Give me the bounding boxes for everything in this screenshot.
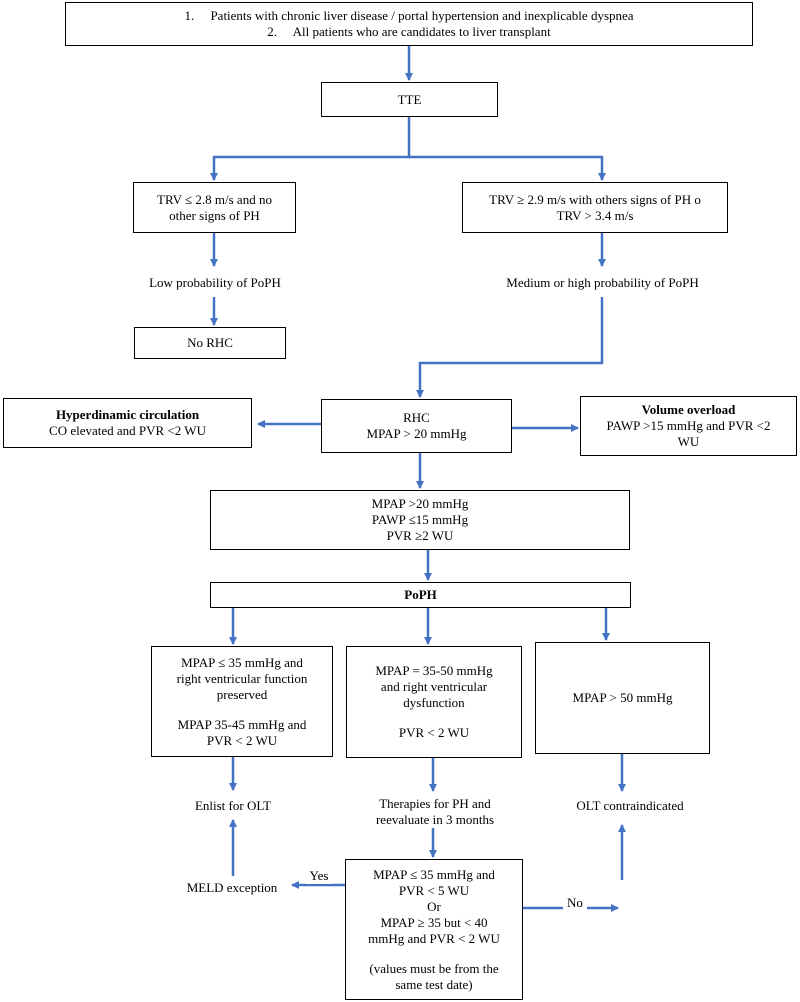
rhc-line2: MPAP > 20 mmHg: [366, 426, 467, 441]
inclusion-item-1-text: Patients with chronic liver disease / po…: [210, 8, 634, 23]
rhc-line1: RHC: [403, 410, 430, 425]
poph-criteria-box: MPAP >20 mmHg PAWP ≤15 mmHg PVR ≥2 WU: [210, 490, 630, 550]
low-trv-line2: other signs of PH: [169, 207, 260, 223]
no-rhc-label: No RHC: [187, 335, 233, 350]
arrow-med-to-rhc: [416, 297, 604, 398]
volume-overload-line1: PAWP >15 mmHg and PVR <2: [606, 418, 771, 433]
medium-high-probability-label: Medium or high probability of PoPH: [480, 275, 725, 291]
col2-line3: dysfunction: [403, 695, 465, 710]
col2-line1: MPAP = 35-50 mmHg: [375, 663, 493, 678]
reeval-line6: (values must be from the: [369, 960, 499, 976]
tte-box: TTE: [321, 82, 498, 117]
reevaluation-box: MPAP ≤ 35 mmHg and PVR < 5 WU Or MPAP ≥ …: [345, 859, 523, 1000]
top-inclusion-box: 1. Patients with chronic liver disease /…: [65, 2, 753, 46]
high-trv-line2: TRV > 3.4 m/s: [556, 207, 634, 223]
col1-line1: MPAP ≤ 35 mmHg and: [181, 654, 303, 670]
col1-line4: MPAP 35-45 mmHg and: [177, 716, 307, 732]
arrow-tte-split-left: [210, 117, 411, 181]
meld-exception-label: MELD exception: [176, 880, 288, 896]
hyperdynamic-title: Hyperdinamic circulation: [55, 407, 200, 422]
col2-box: MPAP = 35-50 mmHg and right ventricular …: [346, 646, 522, 758]
therapies-label: Therapies for PH and reevaluate in 3 mon…: [355, 796, 515, 828]
reeval-line7: same test date): [395, 976, 473, 992]
inclusion-item-1-number: 1.: [184, 8, 195, 23]
criteria-line2: PAWP ≤15 mmHg: [371, 512, 469, 527]
high-trv-line1: TRV ≥ 2.9 m/s with others signs of PH o: [489, 191, 701, 207]
reeval-line1: MPAP ≤ 35 mmHg and: [373, 866, 495, 882]
hyperdynamic-text: CO elevated and PVR <2 WU: [49, 423, 206, 438]
low-probability-label: Low probability of PoPH: [130, 275, 300, 291]
olt-contraindicated-label: OLT contraindicated: [560, 798, 700, 814]
poph-label: PoPH: [404, 587, 437, 602]
low-trv-line1: TRV ≤ 2.8 m/s and no: [157, 191, 272, 207]
therapies-line2: reevaluate in 3 months: [375, 812, 495, 827]
col3-line1: MPAP > 50 mmHg: [572, 690, 673, 705]
col1-line2: right ventricular function: [176, 670, 308, 686]
high-trv-box: TRV ≥ 2.9 m/s with others signs of PH o …: [462, 182, 728, 233]
reeval-line3: Or: [427, 898, 441, 914]
col1-box: MPAP ≤ 35 mmHg and right ventricular fun…: [151, 646, 333, 757]
col2-line4: PVR < 2 WU: [398, 725, 470, 740]
volume-overload-box: Volume overload PAWP >15 mmHg and PVR <2…: [580, 396, 797, 456]
reeval-line5: mmHg and PVR < 2 WU: [368, 930, 500, 946]
col1-line5: PVR < 2 WU: [206, 732, 278, 748]
criteria-line3: PVR ≥2 WU: [386, 528, 454, 543]
no-rhc-box: No RHC: [134, 327, 286, 359]
criteria-line1: MPAP >20 mmHg: [371, 496, 469, 511]
poph-box: PoPH: [210, 582, 631, 608]
inclusion-item-2: 2. All patients who are candidates to li…: [267, 24, 550, 40]
enlist-olt-label: Enlist for OLT: [178, 798, 288, 814]
no-label: No: [563, 895, 587, 911]
hyperdynamic-box: Hyperdinamic circulation CO elevated and…: [3, 398, 252, 448]
volume-overload-line2: WU: [677, 434, 700, 449]
therapies-line1: Therapies for PH and: [379, 796, 491, 811]
col1-line3: preserved: [216, 686, 268, 702]
col2-line2: and right ventricular: [380, 679, 488, 694]
yes-label: Yes: [306, 868, 332, 884]
reeval-line2: PVR < 5 WU: [398, 882, 470, 898]
inclusion-item-2-text: All patients who are candidates to liver…: [292, 24, 551, 39]
low-trv-box: TRV ≤ 2.8 m/s and no other signs of PH: [133, 182, 296, 233]
arrow-tte-split-right: [409, 155, 606, 181]
reeval-line4: MPAP ≥ 35 but < 40: [380, 914, 488, 930]
volume-overload-title: Volume overload: [641, 402, 736, 417]
inclusion-item-1: 1. Patients with chronic liver disease /…: [184, 8, 633, 24]
rhc-box: RHC MPAP > 20 mmHg: [321, 399, 512, 453]
inclusion-item-2-number: 2.: [267, 24, 278, 39]
col3-box: MPAP > 50 mmHg: [535, 642, 710, 754]
tte-label: TTE: [397, 91, 422, 107]
